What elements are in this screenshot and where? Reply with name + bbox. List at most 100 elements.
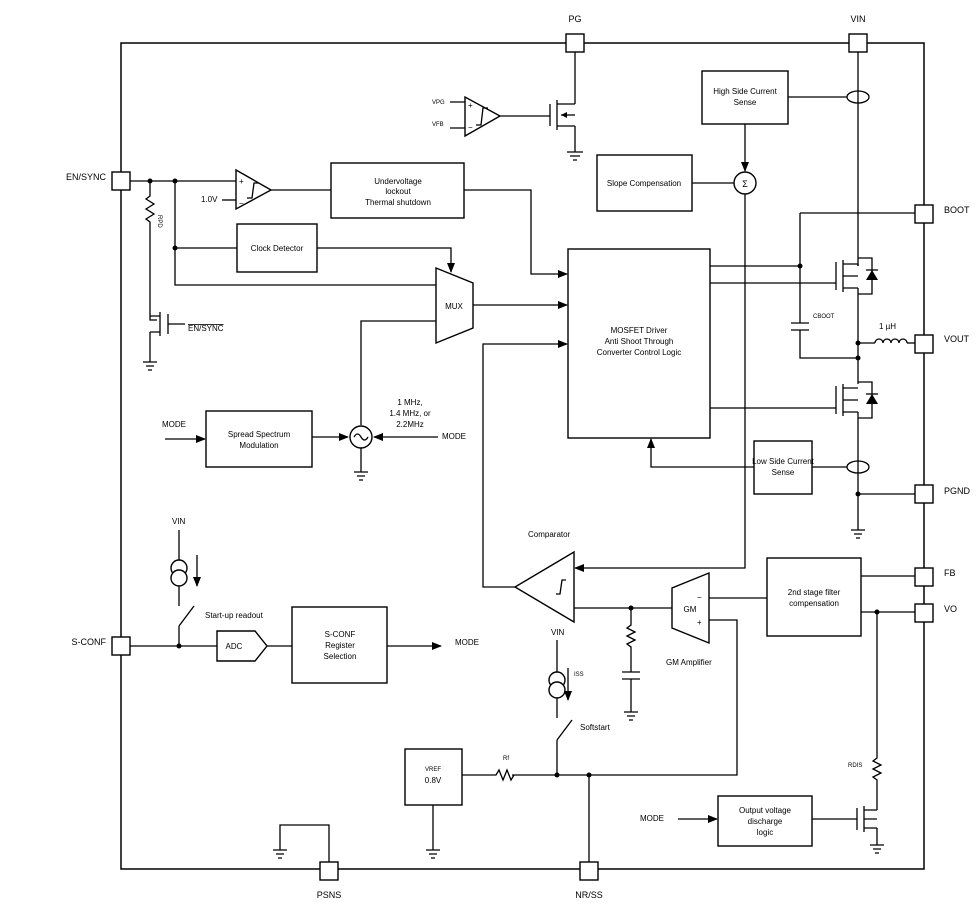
spread-spectrum-block: Spread Spectrum Modulation	[205, 410, 313, 468]
dis-l3: logic	[757, 828, 773, 837]
uvlo-l3: Thermal shutdown	[365, 198, 431, 207]
pin-nr-ss: NR/SS	[575, 861, 603, 900]
driver-l1: MOSFET Driver	[611, 326, 668, 335]
gm-plus: +	[697, 618, 702, 627]
vin-label-ss: VIN	[551, 628, 565, 637]
reg-l3: Selection	[324, 652, 357, 661]
ls-sense-l2: Sense	[772, 468, 795, 477]
sigma-label: Σ	[742, 179, 748, 189]
cboot-label: CBOOT	[813, 314, 835, 320]
reg-l2: Register	[325, 641, 355, 650]
inductor	[874, 338, 908, 344]
current-source-icon	[548, 671, 566, 699]
uvlo-l1: Undervoltage	[374, 177, 422, 186]
vref-l1: VREF	[425, 767, 441, 773]
ss-l2: Modulation	[239, 441, 278, 450]
sconf-node	[176, 643, 182, 649]
gm-plus-wire	[512, 619, 738, 776]
mode-label-osc: MODE	[442, 432, 466, 441]
rf-label: Rf	[503, 756, 509, 762]
hs-sense-l2: Sense	[734, 98, 757, 107]
rdis-label: RDIS	[848, 763, 862, 769]
inductor-label: 1 µH	[879, 322, 896, 331]
driver-l3: Converter Control Logic	[597, 348, 681, 357]
pin-vin: VIN	[848, 14, 868, 53]
pin-en-sync: EN/SYNC	[66, 171, 131, 191]
pg-mosfet	[549, 100, 575, 130]
ls-to-driver	[647, 438, 754, 468]
low-side-mosfet	[835, 381, 878, 419]
clk-in-wire	[174, 181, 237, 249]
cboot-capacitor	[791, 322, 809, 331]
pin-vo: VO	[914, 603, 957, 623]
rpd-label: RPD	[156, 215, 162, 228]
discharge-logic-block: Output voltage discharge logic	[717, 795, 813, 847]
hs-drive-wires	[710, 265, 836, 284]
sconf-register-block: S-CONF Register Selection	[291, 606, 388, 684]
clk-to-mux	[317, 247, 455, 273]
psns-wire	[279, 824, 330, 862]
pin-s-conf: S-CONF	[72, 636, 131, 656]
pin-s-conf-label: S-CONF	[72, 637, 107, 647]
comp-to-driver	[482, 340, 568, 588]
sum-to-comparator	[574, 194, 746, 572]
ground-icon	[273, 849, 287, 859]
pin-vout: VOUT	[914, 334, 970, 354]
freq-l2: 1.4 MHz, or	[389, 409, 431, 418]
en-comparator: + −	[235, 168, 273, 211]
pin-vin-label: VIN	[850, 14, 865, 24]
pg-comp-minus: −	[468, 123, 473, 132]
pg-comparator: + − VPG VFB	[432, 95, 502, 138]
vfb-label: VFB	[432, 122, 444, 128]
reg-l1: S-CONF	[325, 630, 356, 639]
filt-l1: 2nd stage filter	[788, 588, 841, 597]
adc-block: ADC	[216, 630, 268, 662]
low-side-current-sense-block: Low Side Current Sense	[752, 440, 815, 495]
en-mosfet	[149, 312, 185, 358]
pin-boot-label: BOOT	[944, 205, 970, 215]
en-to-mux	[174, 248, 436, 286]
pwm-comparator	[513, 550, 575, 624]
freq-l1: 1 MHz,	[397, 398, 422, 407]
vin-label-sconf: VIN	[172, 517, 186, 526]
pin-psns-label: PSNS	[317, 890, 342, 900]
compensation-rc	[622, 608, 640, 721]
iss-label: ISS	[574, 672, 584, 678]
driver-l2: Anti Shoot Through	[605, 337, 674, 346]
softstart-label: Softstart	[580, 723, 611, 732]
en-comp-minus: −	[239, 199, 244, 208]
vpg-label: VPG	[432, 100, 445, 106]
discharge-mosfet	[856, 800, 878, 845]
pin-en-sync-label: EN/SYNC	[66, 172, 107, 182]
summing-junction: Σ	[733, 171, 757, 195]
adc-text: ADC	[226, 642, 243, 651]
ss-l1: Spread Spectrum	[228, 430, 291, 439]
pin-pg-label: PG	[568, 14, 581, 24]
comparator-label: Comparator	[528, 530, 571, 539]
mux-block: MUX	[435, 266, 474, 345]
dis-l1: Output voltage	[739, 806, 792, 815]
clock-det-text: Clock Detector	[251, 244, 304, 253]
undervoltage-lockout-block: Undervoltage lockout Thermal shutdown	[330, 162, 465, 219]
filt-l2: compensation	[789, 599, 839, 608]
pin-pgnd-label: PGND	[944, 486, 971, 496]
ground-icon	[426, 849, 440, 859]
ground-icon	[870, 844, 884, 854]
slope-comp-text: Slope Compensation	[607, 179, 681, 188]
pin-psns: PSNS	[317, 861, 342, 900]
mode-label-dis: MODE	[640, 814, 664, 823]
uvlo-to-driver	[464, 189, 568, 278]
startup-switch	[178, 586, 195, 646]
vref-l2: 0.8V	[425, 776, 442, 785]
clock-detector-block: Clock Detector	[236, 223, 318, 273]
softstart-switch	[556, 698, 573, 775]
high-side-mosfet	[835, 257, 878, 358]
current-source-icon	[170, 559, 188, 587]
mux-text: MUX	[445, 302, 463, 311]
high-side-current-sense-block: High Side Current Sense	[701, 70, 789, 125]
freq-l3: 2.2MHz	[396, 420, 424, 429]
gm-amp-label: GM Amplifier	[666, 658, 712, 667]
pin-fb-label: FB	[944, 568, 956, 578]
ss-node-1	[554, 772, 560, 778]
